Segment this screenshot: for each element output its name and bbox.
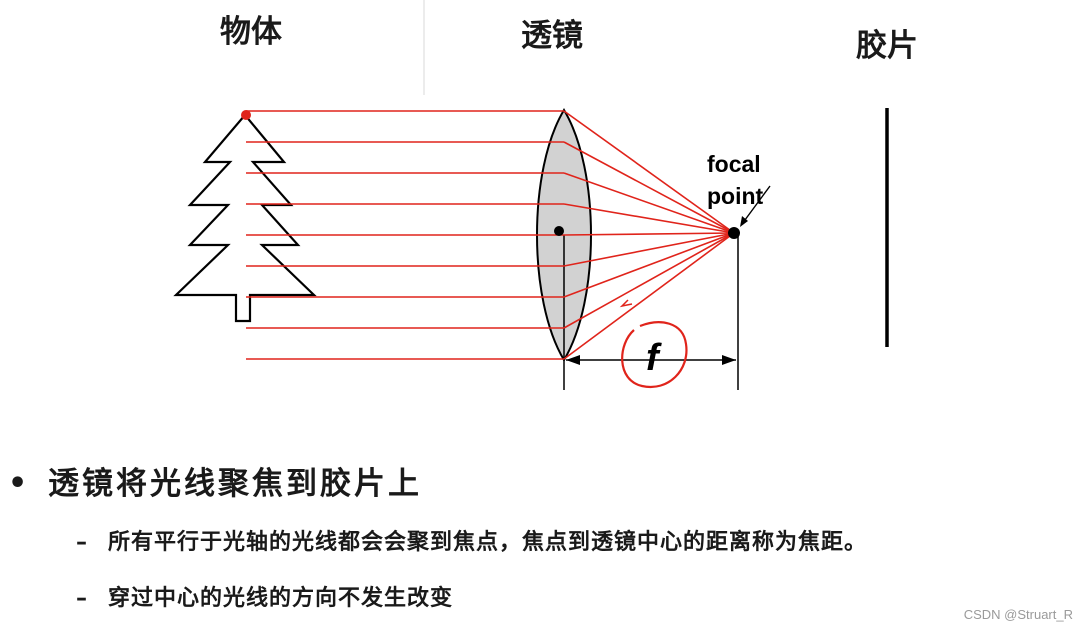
sub-bullet-1: – 所有平行于光轴的光线都会会聚到焦点，焦点到透镜中心的距离称为焦距。 [76, 526, 867, 560]
dimension-arrow-left [566, 355, 580, 365]
ray-refracted-2 [563, 141, 735, 234]
annotation-mark [619, 299, 633, 308]
sub-bullet-text: 所有平行于光轴的光线都会会聚到焦点，焦点到透镜中心的距离称为焦距。 [108, 530, 868, 555]
f-annotation-circle [621, 321, 688, 389]
tree-object [173, 113, 317, 323]
lens-diagram: focal point f [173, 0, 889, 390]
bullet-marker: • [8, 466, 28, 501]
sub-bullet-marker: – [76, 586, 87, 611]
watermark: CSDN @Struart_R [963, 607, 1073, 622]
object-heading: 物体 [220, 14, 282, 50]
sub-bullet-marker: – [76, 530, 87, 555]
focal-point [728, 227, 740, 239]
ray-refracted-3 [563, 172, 735, 234]
ray-refracted-1 [563, 110, 735, 234]
focal-length-symbol: f [646, 337, 662, 379]
focal-label-line1: focal [707, 151, 761, 177]
ray-refracted-9 [563, 232, 735, 360]
ray-refracted-7 [563, 232, 735, 298]
ray-refracted-6 [563, 232, 735, 267]
lens-heading: 透镜 [521, 18, 583, 54]
light-rays [246, 110, 735, 360]
focal-pointer-arrowhead [740, 216, 748, 227]
focal-pointer-arrow [741, 185, 771, 225]
focal-label-line2: point [707, 183, 764, 209]
sub-bullet-text: 穿过中心的光线的方向不发生改变 [108, 586, 454, 611]
lens-center-point [554, 226, 564, 236]
main-bullet-text: 透镜将光线聚焦到胶片上 [48, 466, 422, 502]
sub-bullet-2: – 穿过中心的光线的方向不发生改变 [76, 582, 453, 616]
ray-refracted-5 [563, 232, 735, 236]
tree-top-point [241, 110, 251, 120]
ray-refracted-8 [563, 232, 735, 329]
main-bullet: • 透镜将光线聚焦到胶片上 [8, 460, 422, 508]
dimension-arrow-right [722, 355, 736, 365]
ray-refracted-4 [563, 203, 735, 234]
film-heading: 胶片 [856, 28, 918, 64]
